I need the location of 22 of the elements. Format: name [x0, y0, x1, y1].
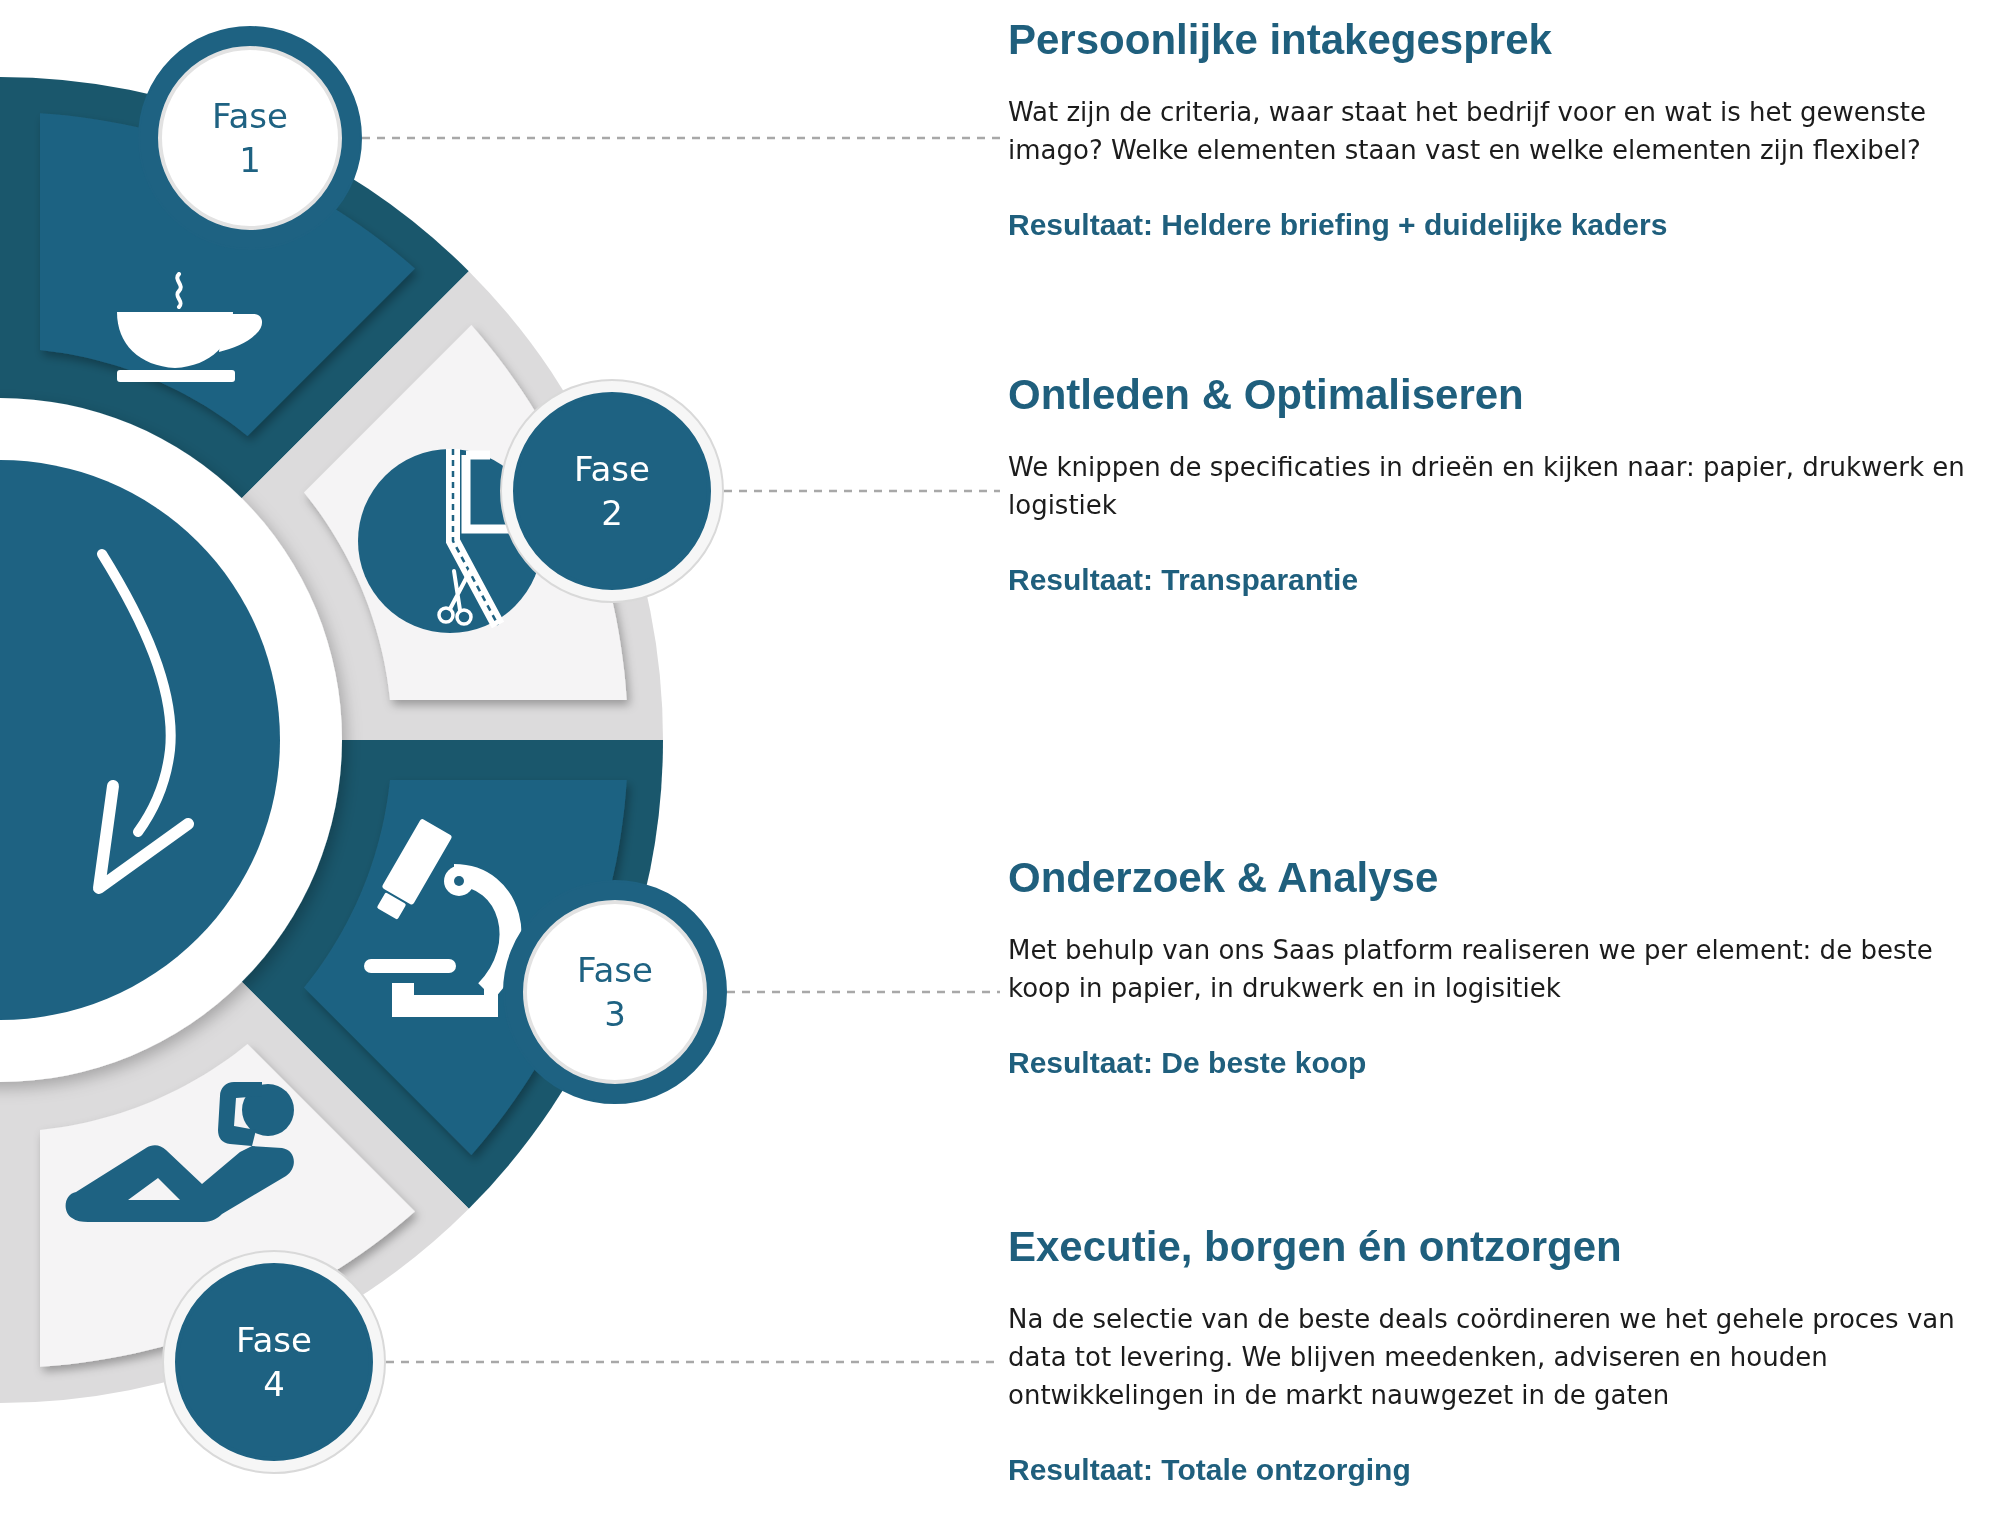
phase-circle: [162, 1250, 386, 1474]
phase-circle: [503, 880, 727, 1104]
leader-line: [362, 136, 1000, 140]
phase-label: Fase 1: [211, 95, 289, 182]
leader-line: [727, 990, 1000, 994]
result-text: Resultaat: Totale ontzorging: [1008, 1452, 1411, 1488]
phase-label: Fase 4: [235, 1319, 313, 1406]
section-heading: Persoonlijke intakegesprek: [1008, 15, 1552, 65]
phase-label: Fase 2: [573, 448, 651, 535]
leader-line: [724, 489, 1000, 493]
result-text: Resultaat: Transparantie: [1008, 562, 1359, 598]
description-text: Na de selectie van de beste deals coördineren we het gehele proces van data tot levering. We blijven meedenken, adviseren en houden ontwikkelingen in de markt nauwgezet in de gaten: [1008, 1303, 1956, 1412]
section-heading: Onderzoek & Analyse: [1008, 853, 1439, 903]
section-heading: Ontleden & Optimaliseren: [1008, 370, 1524, 420]
description-text: We knippen de specificaties in drieën en kijken naar: papier, drukwerk en logistiek: [1008, 451, 1966, 522]
result-text: Resultaat: Heldere briefing + duidelijke kaders: [1008, 207, 1668, 243]
phase-label: Fase 3: [576, 949, 654, 1036]
description-text: Wat zijn de criteria, waar staat het bedrijf voor en wat is het gewenste imago? Welke elementen staan vast en welke elementen zijn flexibel?: [1008, 96, 1927, 167]
section-heading: Executie, borgen én ontzorgen: [1008, 1222, 1622, 1272]
result-text: Resultaat: De beste koop: [1008, 1045, 1367, 1081]
phase-circle: [500, 379, 724, 603]
description-text: Met behulp van ons Saas platform realiseren we per element: de beste koop in papier, in drukwerk en in logisitiek: [1008, 934, 1934, 1005]
